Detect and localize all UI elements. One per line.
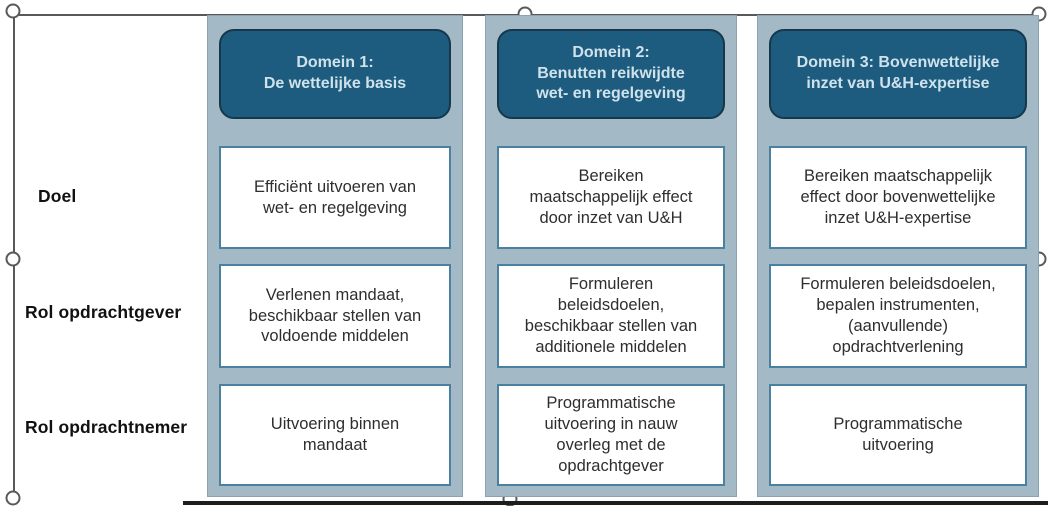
- domein-1-header[interactable]: Domein 1: De wettelijke basis: [219, 29, 451, 119]
- selection-handle-bottom-left[interactable]: [5, 490, 21, 506]
- column-domein-2[interactable]: Domein 2: Benutten reikwijdte wet- en re…: [485, 15, 737, 497]
- domein-3-doel-cell[interactable]: Bereiken maatschappelijk effect door bov…: [769, 146, 1027, 249]
- domein-3-header[interactable]: Domein 3: Bovenwettelijke inzet van U&H-…: [769, 29, 1027, 119]
- row-label-opdrachtgever: Rol opdrachtgever: [25, 302, 182, 322]
- domein-1-doel-cell[interactable]: Efficiënt uitvoeren van wet- en regelgev…: [219, 146, 451, 249]
- domein-3-opdrachtnemer-cell[interactable]: Programmatische uitvoering: [769, 384, 1027, 486]
- row-label-opdrachtnemer: Rol opdrachtnemer: [25, 417, 188, 437]
- selection-handle-left-middle[interactable]: [5, 251, 21, 267]
- domein-3-opdrachtgever-cell[interactable]: Formuleren beleidsdoelen, bepalen instru…: [769, 264, 1027, 368]
- domein-2-doel-cell[interactable]: Bereiken maatschappelijk effect door inz…: [497, 146, 725, 249]
- domein-1-opdrachtgever-cell[interactable]: Verlenen mandaat, beschikbaar stellen va…: [219, 264, 451, 368]
- column-domein-3[interactable]: Domein 3: Bovenwettelijke inzet van U&H-…: [757, 15, 1039, 497]
- domein-2-opdrachtgever-cell[interactable]: Formuleren beleidsdoelen, beschikbaar st…: [497, 264, 725, 368]
- placeholder-bottom-border: [183, 501, 1048, 505]
- column-domein-1[interactable]: Domein 1: De wettelijke basis Efficiënt …: [207, 15, 463, 497]
- selection-handle-top-left[interactable]: [5, 3, 21, 19]
- domein-2-header[interactable]: Domein 2: Benutten reikwijdte wet- en re…: [497, 29, 725, 119]
- row-label-doel: Doel: [38, 186, 77, 206]
- domein-2-opdrachtnemer-cell[interactable]: Programmatische uitvoering in nauw overl…: [497, 384, 725, 486]
- domein-1-opdrachtnemer-cell[interactable]: Uitvoering binnen mandaat: [219, 384, 451, 486]
